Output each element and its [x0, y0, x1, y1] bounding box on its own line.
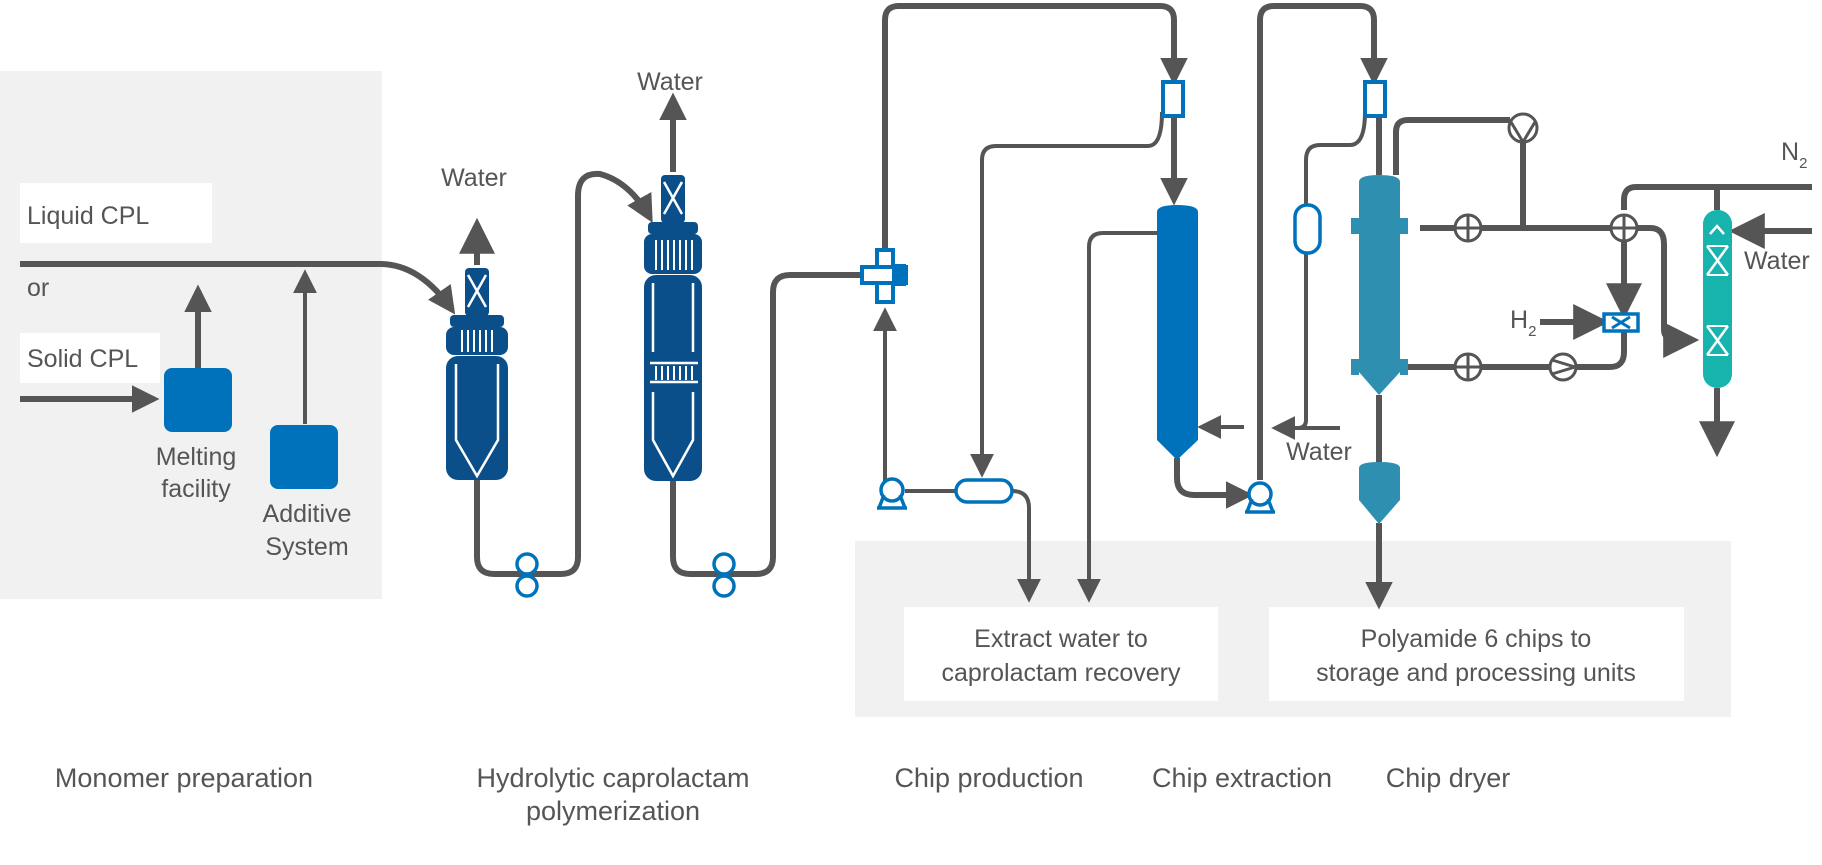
hydrogen-converter [1602, 312, 1640, 333]
additive-system-label-1: Additive [263, 500, 352, 528]
solid-cpl-label-box [20, 333, 160, 383]
h2-label: H2 [1510, 306, 1536, 340]
section-chip-extraction: Chip extraction [1152, 763, 1332, 793]
process-water-pipe [970, 111, 1164, 478]
liquid-cpl-label: Liquid CPL [27, 202, 149, 230]
extraction-to-pump-pipe [1174, 458, 1254, 509]
dryer-recycle-lower-pipe [1404, 228, 1627, 370]
water-separator [954, 478, 1014, 504]
liquid-cpl-pipe [20, 261, 456, 315]
polyamide-chips-box [1269, 607, 1684, 701]
melt-pump-1 [515, 552, 539, 598]
extract-water-box [904, 607, 1218, 701]
extract-water-pipe [1077, 231, 1157, 603]
column-water-label: Water [1744, 247, 1810, 275]
dryer-water-loop-pipe [1271, 111, 1367, 440]
separator-to-output-pipe [1011, 489, 1041, 603]
polyamide-chips-text-1: Polyamide 6 chips to [1361, 625, 1592, 653]
additive-system-block [270, 425, 338, 489]
reactor1-to-reactor2-pipe [474, 170, 653, 577]
dryer-recycle-top-pipe [1393, 117, 1510, 175]
solid-cpl-label: Solid CPL [27, 345, 138, 373]
or-label: or [27, 274, 49, 302]
reactor2-water-label: Water [637, 68, 703, 96]
extract-water-text-1: Extract water to [974, 625, 1148, 653]
reactor-2 [644, 175, 702, 481]
section-hydrolytic-polymerization-1: Hydrolytic caprolactam [476, 763, 749, 793]
extraction-feeder [1161, 80, 1185, 118]
n2-label: N2 [1781, 138, 1807, 172]
dryer-feeder [1363, 80, 1387, 118]
dryer-blower-lower [1548, 352, 1581, 382]
dryer-column [1351, 175, 1408, 395]
melting-facility-label-1: Melting [156, 443, 237, 471]
recycle-blower-top [1507, 112, 1539, 145]
melting-facility-label-2: facility [161, 475, 231, 503]
additive-system-label-2: System [265, 533, 348, 561]
recycle-to-column-pipe [1649, 225, 1700, 358]
n2-line [1621, 184, 1812, 210]
section-chip-dryer: Chip dryer [1386, 763, 1511, 793]
dryer-heater-lower [1453, 352, 1483, 382]
water-pump-2 [1245, 481, 1275, 514]
underwater-pelletizer [860, 248, 908, 304]
melt-pump-2 [712, 552, 736, 598]
reactor1-water-label: Water [441, 164, 507, 192]
water-heater [1293, 203, 1322, 255]
reactor-1 [446, 268, 508, 480]
polyamide-chips-text-2: storage and processing units [1316, 659, 1636, 687]
extraction-water-label: Water [1286, 438, 1352, 466]
section-chip-production: Chip production [894, 763, 1083, 793]
extraction-column [1157, 205, 1198, 460]
dryer-heater-upper [1609, 213, 1639, 243]
melting-facility-block [164, 368, 232, 432]
chip-production-to-extraction-pipe [882, 3, 1188, 252]
water-pump-1 [877, 477, 907, 510]
chip-hopper [1359, 462, 1400, 524]
nitrogen-purification-column [1703, 210, 1732, 388]
liquid-cpl-label-box [20, 183, 212, 243]
pump-to-dryer-pipe [1257, 3, 1388, 480]
section-monomer-preparation: Monomer preparation [55, 763, 313, 793]
dryer-blower-upper [1453, 213, 1483, 243]
reactor2-to-chip-production-pipe [670, 272, 870, 577]
extract-water-text-2: caprolactam recovery [942, 659, 1181, 687]
section-hydrolytic-polymerization-2: polymerization [526, 796, 700, 826]
